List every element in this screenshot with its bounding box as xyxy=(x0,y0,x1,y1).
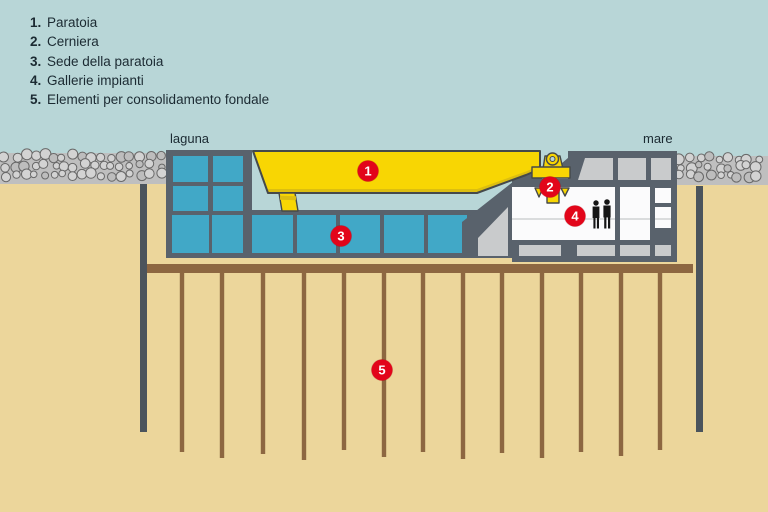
legend-num: 3. xyxy=(30,53,42,69)
legend-num: 5. xyxy=(30,92,42,108)
side-cell-top xyxy=(655,188,671,203)
bottom-cell-1 xyxy=(577,245,615,256)
legend-item: 3. Sede della paratoia xyxy=(30,52,269,71)
marker-5-consolidamento: 5 xyxy=(371,359,393,381)
legend-label: Sede della paratoia xyxy=(47,53,164,69)
sheet-pile-right xyxy=(696,186,703,432)
top-room-2 xyxy=(618,158,646,180)
rock-mound-right xyxy=(672,151,768,185)
label-mare: mare xyxy=(643,131,673,146)
workers-silhouettes xyxy=(592,199,611,229)
top-room-3 xyxy=(651,158,671,180)
legend-item: 5. Elementi per consolidamento fondale xyxy=(30,90,269,109)
legend-item: 4. Gallerie impianti xyxy=(30,71,269,90)
bottom-cell-2 xyxy=(620,245,650,256)
marker-4-gallerie: 4 xyxy=(564,205,586,227)
top-room-1 xyxy=(578,158,613,180)
foot-tab-band xyxy=(279,195,297,201)
marker-1-paratoia: 1 xyxy=(357,160,379,182)
legend-num: 4. xyxy=(30,72,42,88)
hinge-tooth-right xyxy=(560,187,570,197)
gate-housing-cells xyxy=(172,215,467,253)
legend-num: 1. xyxy=(30,15,42,30)
hinge-pivot-hole xyxy=(549,156,556,162)
gate-foot-tab xyxy=(278,192,299,212)
ramp-face xyxy=(478,207,508,256)
gate-body xyxy=(253,151,540,193)
foundation-beam xyxy=(147,264,693,273)
gate-shading xyxy=(268,165,540,193)
worker-1 xyxy=(592,200,600,229)
legend-item: 1. Paratoia xyxy=(30,13,269,32)
gate-outline xyxy=(252,150,541,194)
legend-num: 2. xyxy=(30,34,42,50)
bottom-cell-0 xyxy=(519,245,561,256)
marker-3-sede: 3 xyxy=(330,225,352,247)
legend-label: Paratoia xyxy=(47,15,98,30)
legend-label: Gallerie impianti xyxy=(47,72,144,88)
bottom-cell-3 xyxy=(655,245,671,256)
floodgate xyxy=(252,150,541,212)
service-gallery xyxy=(512,187,615,240)
sheet-pile-walls xyxy=(140,184,703,432)
gallery-room-2 xyxy=(620,187,650,240)
sand-right xyxy=(676,184,768,260)
label-laguna: laguna xyxy=(170,131,210,146)
marker-2-cerniera: 2 xyxy=(539,176,561,198)
rocks-left xyxy=(0,148,168,183)
legend-item: 2. Cerniera xyxy=(30,32,269,51)
rock-mound-left xyxy=(0,148,168,184)
legend-label: Elementi per consolidamento fondale xyxy=(47,92,270,108)
side-cell-mid xyxy=(655,207,671,228)
rocks-right xyxy=(672,151,764,184)
caisson-cells xyxy=(173,156,243,211)
sheet-pile-left xyxy=(140,184,147,432)
legend: 1. Paratoia 2. Cerniera 3. Sede della parat… xyxy=(30,13,269,109)
worker-2 xyxy=(603,199,611,229)
legend-label: Cerniera xyxy=(47,34,99,50)
